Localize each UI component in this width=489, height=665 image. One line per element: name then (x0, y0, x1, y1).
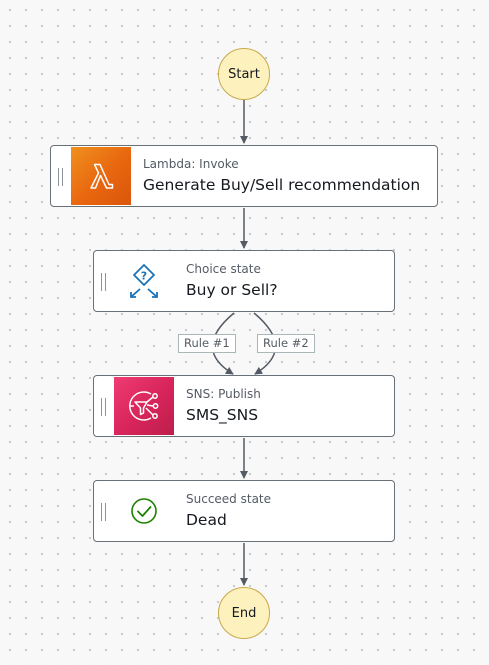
start-node[interactable]: Start (218, 48, 270, 100)
state-name: Generate Buy/Sell recommendation (143, 176, 421, 194)
state-name: Dead (186, 511, 227, 529)
drag-handle[interactable] (94, 376, 114, 436)
rule-2-label[interactable]: Rule #2 (257, 334, 315, 353)
svg-text:?: ? (141, 270, 147, 283)
state-succeed[interactable]: Succeed state Dead (93, 480, 395, 542)
drag-handle[interactable] (51, 146, 71, 206)
state-choice[interactable]: ? Choice state Buy or Sell? (93, 250, 395, 312)
rule-1-label[interactable]: Rule #1 (178, 334, 236, 353)
state-name: SMS_SNS (186, 406, 259, 424)
state-sns-publish[interactable]: SNS: Publish SMS_SNS (93, 375, 395, 437)
drag-handle[interactable] (94, 481, 114, 541)
check-circle-icon (114, 482, 174, 540)
state-type-label: Lambda: Invoke (143, 157, 239, 171)
drag-handle[interactable] (94, 251, 114, 311)
choice-icon: ? (114, 252, 174, 310)
state-type-label: Choice state (186, 262, 261, 276)
state-lambda-invoke[interactable]: Lambda: Invoke Generate Buy/Sell recomme… (50, 145, 438, 207)
lambda-icon (71, 147, 131, 205)
state-name: Buy or Sell? (186, 281, 278, 299)
end-label: End (231, 605, 257, 621)
state-type-label: SNS: Publish (186, 387, 261, 401)
end-node[interactable]: End (218, 587, 270, 639)
sns-icon (114, 377, 174, 435)
state-type-label: Succeed state (186, 492, 272, 506)
start-label: Start (228, 66, 260, 82)
